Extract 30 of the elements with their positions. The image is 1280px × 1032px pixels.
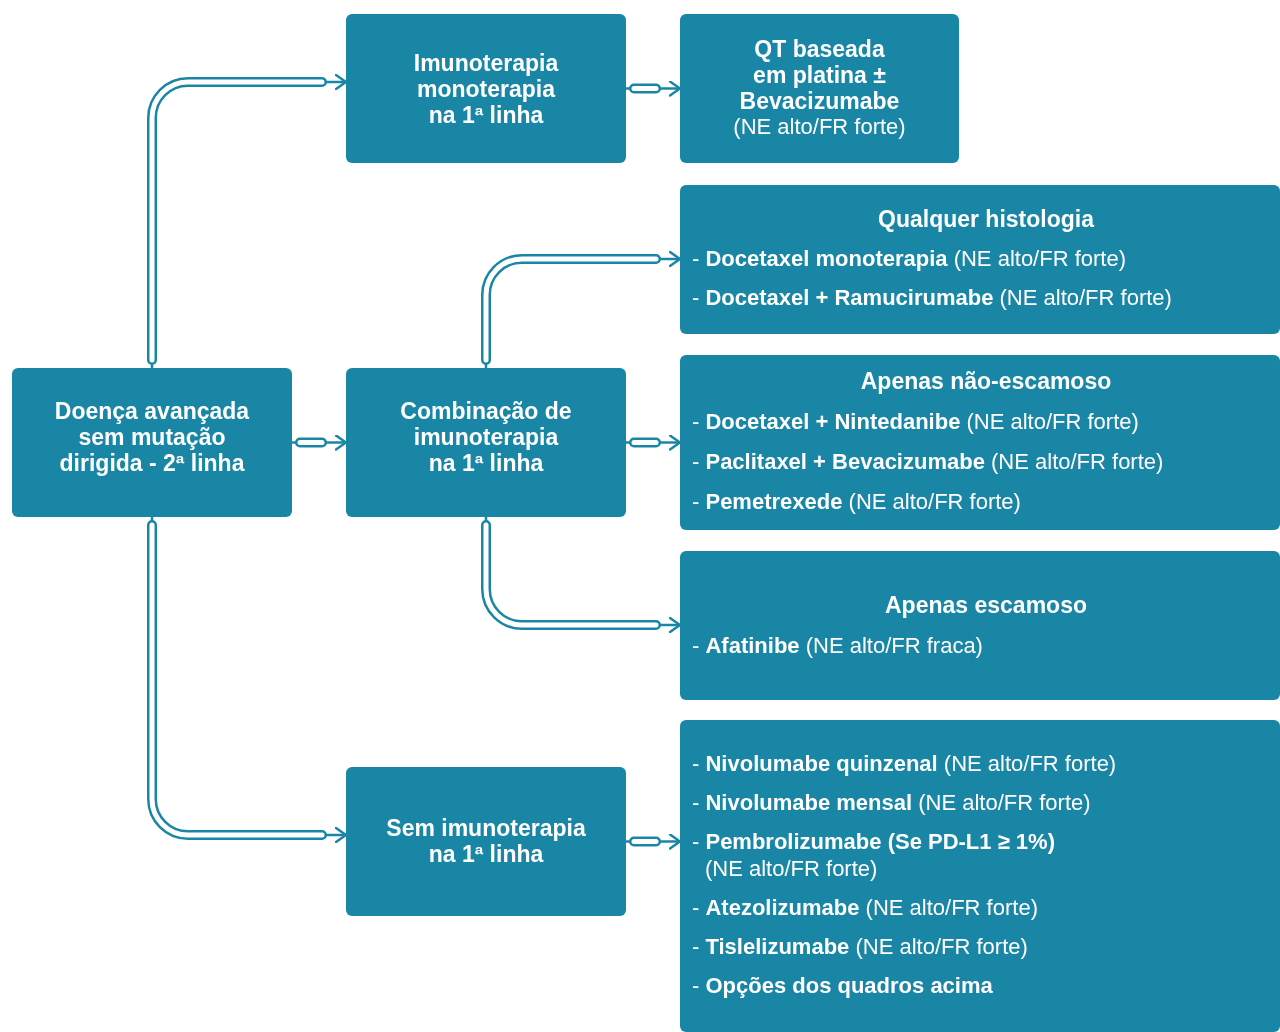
process-box (346, 14, 626, 163)
list-item: - Afatinibe (NE alto/FR fraca) (692, 632, 984, 659)
process-box (680, 720, 1280, 1032)
box-heading: Apenas escamoso (885, 591, 1087, 619)
process-box (680, 185, 1280, 334)
list-item: - Paclitaxel + Bevacizumabe (NE alto/FR forte) (692, 448, 1165, 475)
list-item: - Docetaxel monoterapia (NE alto/FR forte) (692, 245, 1127, 272)
list-item: - Atezolizumabe (NE alto/FR forte) (692, 894, 1039, 921)
process-box (680, 14, 959, 163)
box-text: (NE alto/FR forte) (733, 114, 906, 140)
process-box (346, 368, 626, 517)
box-heading: Qualquer histologia (878, 205, 1094, 233)
box-heading: Apenas não-escamoso (860, 367, 1112, 395)
process-box (680, 551, 1280, 700)
box-text: Combinação de imunoterapia na 1ª linha (399, 398, 573, 476)
list-item: - Docetaxel + Nintedanibe (NE alto/FR forte) (692, 408, 1140, 435)
box-text: QT baseada em platina ± Bevacizumabe (738, 36, 901, 114)
list-item: - Nivolumabe mensal (NE alto/FR forte) (692, 789, 1092, 816)
list-item: - Opções dos quadros acima (692, 972, 994, 999)
list-item: - Docetaxel + Ramucirumabe (NE alto/FR forte) (692, 284, 1173, 311)
list-item: - Tislelizumabe (NE alto/FR forte) (692, 933, 1029, 960)
list-item: - Pembrolizumabe (Se PD-L1 ≥ 1%) (NE alto/FR forte) (692, 828, 1055, 882)
list-item: - Nivolumabe quinzenal (NE alto/FR forte) (692, 750, 1118, 777)
process-box (346, 767, 626, 916)
process-box (12, 368, 292, 517)
box-text: Doença avançada sem mutação dirigida - 2ª linha (53, 398, 251, 476)
box-text: Imunoterapia monoterapia na 1ª linha (412, 50, 560, 128)
process-box (680, 355, 1280, 530)
list-item: - Pemetrexede (NE alto/FR forte) (692, 488, 1022, 515)
box-text: Sem imunoterapia na 1ª linha (385, 815, 587, 867)
